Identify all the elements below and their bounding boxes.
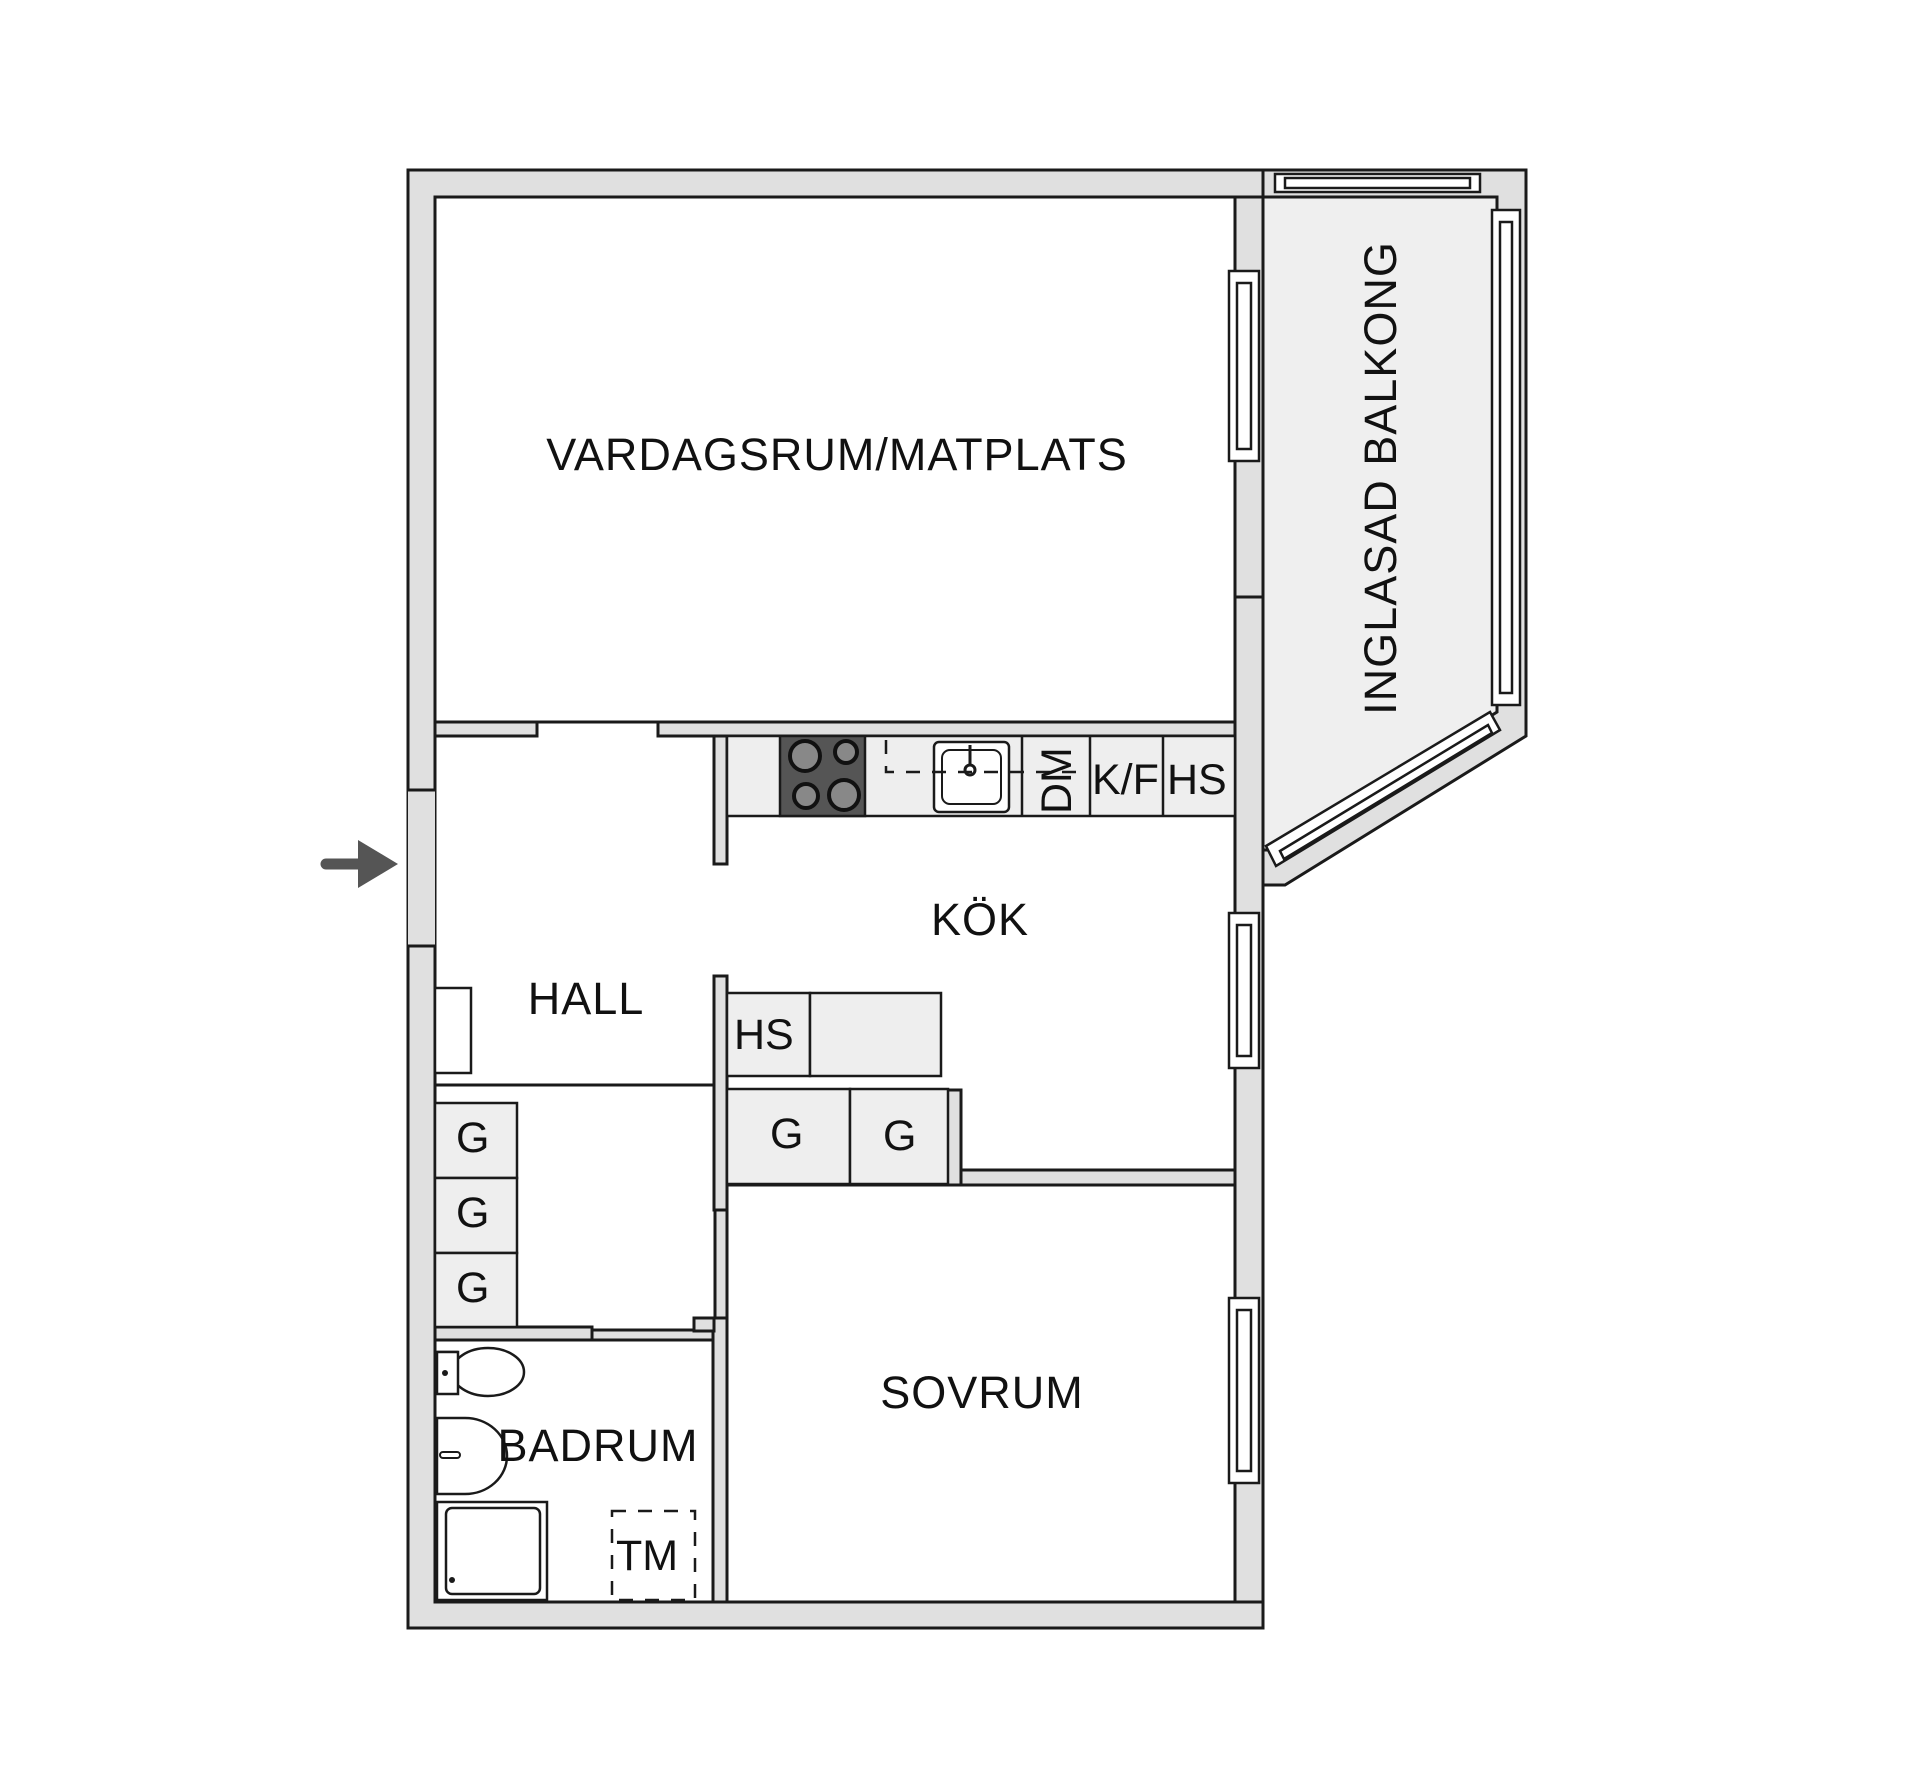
island-wardrobe-1-label: G bbox=[770, 1110, 803, 1158]
room-labels: VARDAGSRUM/MATPLATS INGLASAD BALKONG KÖK… bbox=[497, 241, 1406, 1471]
washbasin-icon bbox=[435, 1416, 509, 1496]
dishwasher-label: DM bbox=[1033, 747, 1081, 814]
room-areas bbox=[433, 195, 1499, 1604]
hall-wardrobe-1-label: G bbox=[456, 1114, 489, 1162]
hall-label: HALL bbox=[528, 973, 645, 1024]
kitchen-island: HS G G bbox=[725, 991, 950, 1186]
toilet-icon bbox=[435, 1346, 526, 1398]
hall-wardrobe-3-label: G bbox=[456, 1264, 489, 1312]
fridge-freezer-label: K/F bbox=[1092, 756, 1159, 804]
stove-icon bbox=[778, 734, 867, 818]
windows bbox=[1227, 172, 1522, 1485]
island-wardrobe-2-label: G bbox=[883, 1112, 916, 1160]
island-tall-cabinet-label: HS bbox=[734, 1011, 794, 1059]
kitchen-counter: DM K/F HS bbox=[725, 734, 1237, 818]
tall-cabinet-label: HS bbox=[1167, 756, 1227, 804]
bathroom-label: BADRUM bbox=[497, 1420, 698, 1471]
hall-wardrobe-2-label: G bbox=[456, 1189, 489, 1237]
arrow-right-icon bbox=[320, 840, 398, 888]
bathroom-fixtures: TM bbox=[435, 1346, 697, 1602]
kitchen-label: KÖK bbox=[931, 894, 1029, 945]
bedroom-label: SOVRUM bbox=[880, 1367, 1084, 1418]
shower-icon bbox=[435, 1500, 549, 1602]
living-room-label: VARDAGSRUM/MATPLATS bbox=[546, 429, 1128, 480]
sink-icon bbox=[884, 740, 1084, 814]
balcony-label: INGLASAD BALKONG bbox=[1355, 241, 1406, 715]
washing-machine-label: TM bbox=[616, 1532, 678, 1580]
hall-wardrobes: G G G bbox=[433, 986, 519, 1329]
